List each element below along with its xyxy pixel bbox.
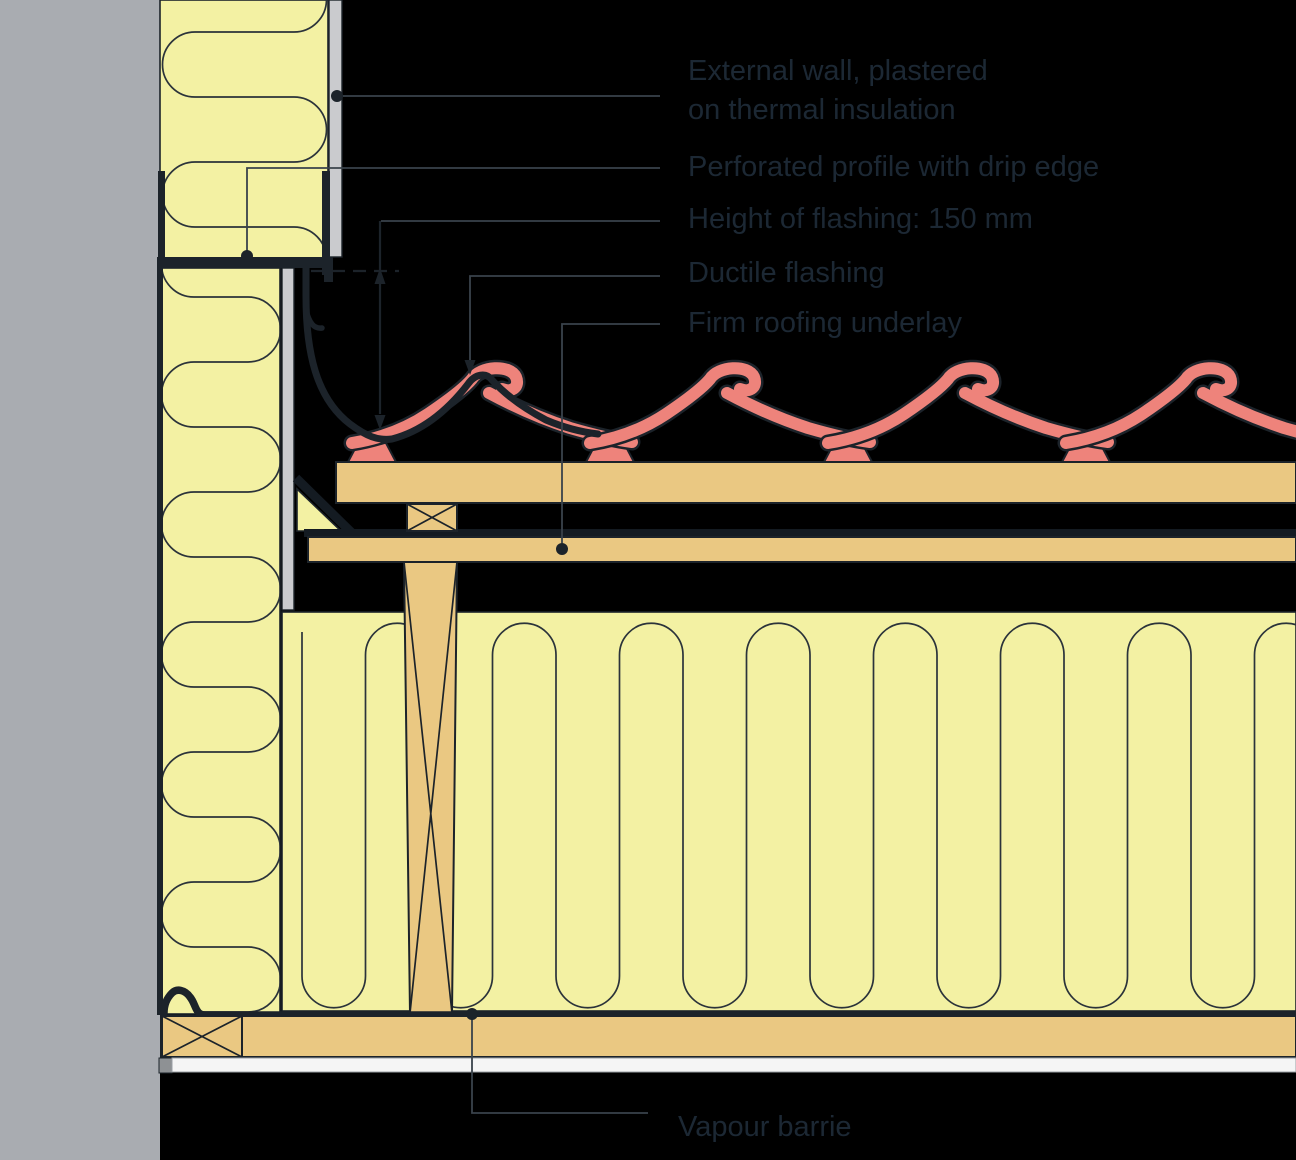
masonry-wall [0, 0, 160, 1160]
ceiling-edge-profile [158, 1057, 173, 1074]
ceiling-batten-board [160, 1015, 1296, 1058]
rafter [402, 561, 459, 1014]
ductile-flashing [302, 258, 602, 443]
wall-insulation-joint-line [157, 268, 163, 1015]
sarking-board [307, 536, 1296, 563]
leader-perforated-profile [241, 167, 660, 262]
upper-wall-insulation [159, 0, 329, 260]
plasterboard-ceiling [171, 1057, 1296, 1073]
roof-tiles [343, 359, 1296, 452]
vapour-barrier-line [160, 986, 1296, 1019]
upper-wall-plaster [328, 0, 343, 258]
roofing-membrane [292, 474, 1296, 537]
leader-ductile-flashing [464, 275, 660, 375]
label-ductile-flashing: Ductile flashing [688, 257, 885, 289]
label-flashing-height: Height of flashing: 150 mm [688, 203, 1033, 235]
perforated-profile [157, 171, 333, 282]
leader-vapour-barrier [466, 1008, 648, 1114]
label-external-wall-line2: on thermal insulation [688, 94, 956, 126]
label-vapour-barrier: Vapour barrie [678, 1111, 852, 1143]
leader-external-wall [331, 90, 660, 102]
lower-wall-insulation [161, 267, 281, 1015]
tile-batten-board [335, 461, 1296, 504]
label-perforated-profile: Perforated profile with drip edge [688, 151, 1100, 183]
label-roofing-underlay: Firm roofing underlay [688, 307, 962, 339]
leader-roofing-underlay [556, 323, 660, 555]
roof-tile-feet [346, 442, 1112, 463]
label-external-wall-line1: External wall, plastered [688, 55, 988, 87]
lower-wall-plaster [281, 267, 295, 611]
ceiling-batten-cross-section [161, 1015, 243, 1058]
flashing-height-dimension [311, 221, 399, 430]
counter-batten [406, 503, 458, 532]
